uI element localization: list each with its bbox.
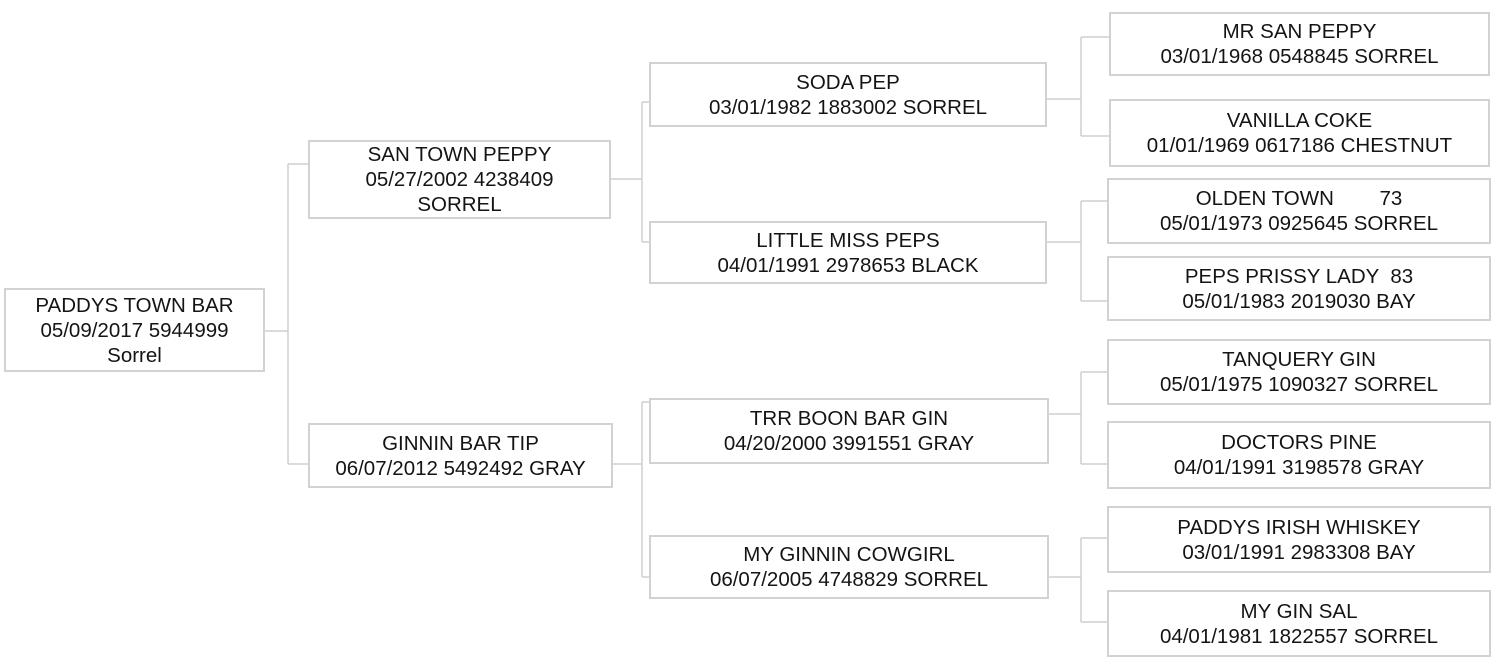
sire-sire-dam-label: VANILLA COKE 01/01/1969 0617186 CHESTNUT bbox=[1146, 109, 1453, 157]
sire-dam-label: LITTLE MISS PEPS 04/01/1991 2978653 BLAC… bbox=[717, 228, 979, 277]
sire-dam-dam-box: PEPS PRISSY LADY 83 05/01/1983 2019030 B… bbox=[1107, 256, 1491, 321]
subject-horse-label: PADDYS TOWN BAR 05/09/2017 5944999 Sorre… bbox=[35, 293, 234, 367]
dam-dam-sire-label: PADDYS IRISH WHISKEY 03/01/1991 2983308 … bbox=[1177, 515, 1421, 564]
dam-sire-box: TRR BOON BAR GIN 04/20/2000 3991551 GRAY bbox=[649, 398, 1049, 464]
dam-dam-sire-box: PADDYS IRISH WHISKEY 03/01/1991 2983308 … bbox=[1107, 506, 1491, 573]
dam-sire-sire-box: TANQUERY GIN 05/01/1975 1090327 SORREL bbox=[1107, 339, 1491, 405]
dam-dam-label: MY GINNIN COWGIRL 06/07/2005 4748829 SOR… bbox=[709, 543, 989, 591]
dam-sire-label: TRR BOON BAR GIN 04/20/2000 3991551 GRAY bbox=[723, 407, 975, 455]
dam-dam-box: MY GINNIN COWGIRL 06/07/2005 4748829 SOR… bbox=[649, 535, 1049, 599]
sire-sire-sire-box: MR SAN PEPPY 03/01/1968 0548845 SORREL bbox=[1109, 12, 1490, 76]
dam-sire-dam-box: DOCTORS PINE 04/01/1991 3198578 GRAY bbox=[1107, 421, 1491, 489]
dam-sire-sire-label: TANQUERY GIN 05/01/1975 1090327 SORREL bbox=[1159, 348, 1439, 396]
sire-label: SAN TOWN PEPPY 05/27/2002 4238409 SORREL bbox=[365, 143, 554, 216]
dam-dam-dam-box: MY GIN SAL 04/01/1981 1822557 SORREL bbox=[1107, 590, 1491, 657]
dam-label: GINNIN BAR TIP 06/07/2012 5492492 GRAY bbox=[335, 431, 586, 480]
sire-dam-box: LITTLE MISS PEPS 04/01/1991 2978653 BLAC… bbox=[649, 221, 1047, 284]
sire-sire-dam-box: VANILLA COKE 01/01/1969 0617186 CHESTNUT bbox=[1109, 99, 1490, 167]
subject-horse-box: PADDYS TOWN BAR 05/09/2017 5944999 Sorre… bbox=[4, 288, 265, 372]
sire-dam-sire-box: OLDEN TOWN 73 05/01/1973 0925645 SORREL bbox=[1107, 178, 1491, 244]
dam-box: GINNIN BAR TIP 06/07/2012 5492492 GRAY bbox=[308, 423, 613, 488]
dam-sire-dam-label: DOCTORS PINE 04/01/1991 3198578 GRAY bbox=[1173, 431, 1425, 479]
sire-sire-sire-label: MR SAN PEPPY 03/01/1968 0548845 SORREL bbox=[1160, 20, 1439, 68]
dam-dam-dam-label: MY GIN SAL 04/01/1981 1822557 SORREL bbox=[1159, 599, 1439, 648]
sire-dam-sire-label: OLDEN TOWN 73 05/01/1973 0925645 SORREL bbox=[1159, 187, 1439, 235]
sire-box: SAN TOWN PEPPY 05/27/2002 4238409 SORREL bbox=[308, 140, 611, 219]
sire-dam-dam-label: PEPS PRISSY LADY 83 05/01/1983 2019030 B… bbox=[1182, 264, 1416, 313]
sire-sire-label: SODA PEP 03/01/1982 1883002 SORREL bbox=[708, 70, 988, 119]
sire-sire-box: SODA PEP 03/01/1982 1883002 SORREL bbox=[649, 62, 1047, 127]
